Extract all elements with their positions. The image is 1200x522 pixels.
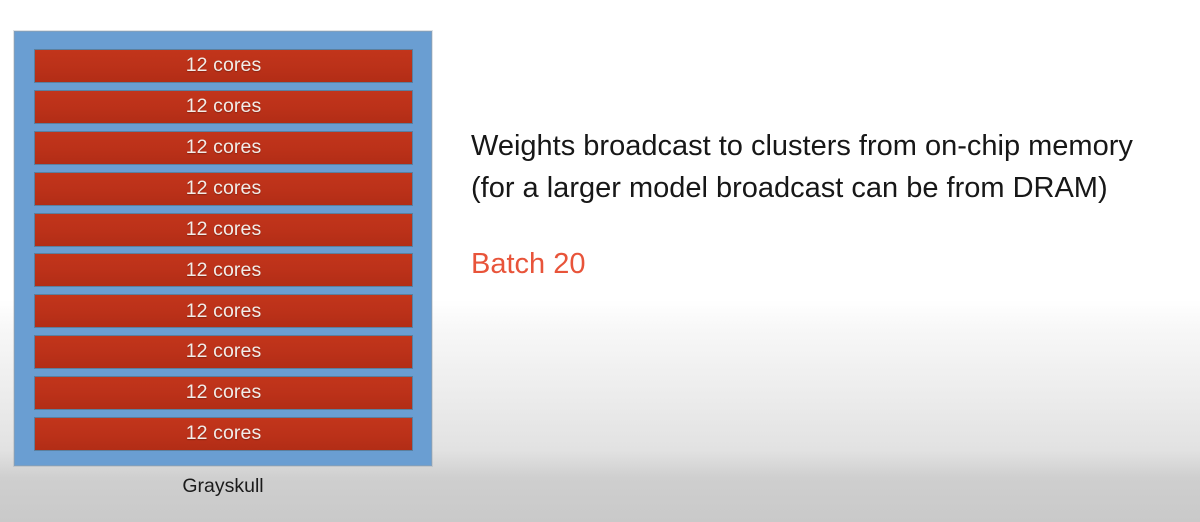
core-cluster-row: 12 cores bbox=[34, 335, 413, 370]
core-cluster-row: 12 cores bbox=[34, 416, 413, 451]
core-cluster-label: 12 cores bbox=[185, 299, 262, 322]
core-cluster-label: 12 cores bbox=[185, 54, 262, 77]
note-line: (for a larger model broadcast can be fro… bbox=[471, 172, 1108, 204]
core-cluster-label: 12 cores bbox=[185, 95, 262, 118]
chip-caption: Grayskull bbox=[182, 475, 264, 497]
core-cluster-label: 12 cores bbox=[185, 176, 262, 199]
core-cluster-label: 12 cores bbox=[185, 340, 262, 363]
notes-block: Weights broadcast to clusters from on-ch… bbox=[471, 125, 1181, 209]
core-cluster-row: 12 cores bbox=[34, 212, 413, 247]
core-cluster-row: 12 cores bbox=[34, 130, 413, 165]
core-cluster-label: 12 cores bbox=[185, 258, 262, 281]
core-cluster-row: 12 cores bbox=[34, 253, 413, 288]
grayskull-chip-block: 12 cores 12 cores 12 cores 12 cores 12 c… bbox=[14, 31, 432, 466]
core-cluster-label: 12 cores bbox=[185, 136, 262, 158]
core-cluster-row: 12 cores bbox=[34, 294, 413, 329]
note-line: Weights broadcast to clusters from on-ch… bbox=[471, 130, 1133, 162]
batch-annotation: Batch 20 bbox=[471, 248, 586, 280]
core-cluster-label: 12 cores bbox=[185, 217, 262, 240]
core-cluster-row: 12 cores bbox=[34, 171, 413, 206]
core-cluster-label: 12 cores bbox=[185, 422, 262, 445]
core-cluster-list: 12 cores 12 cores 12 cores 12 cores 12 c… bbox=[34, 49, 413, 451]
core-cluster-row: 12 cores bbox=[34, 49, 413, 83]
core-cluster-row: 12 cores bbox=[34, 89, 413, 124]
core-cluster-label: 12 cores bbox=[185, 381, 262, 404]
core-cluster-row: 12 cores bbox=[34, 376, 413, 410]
